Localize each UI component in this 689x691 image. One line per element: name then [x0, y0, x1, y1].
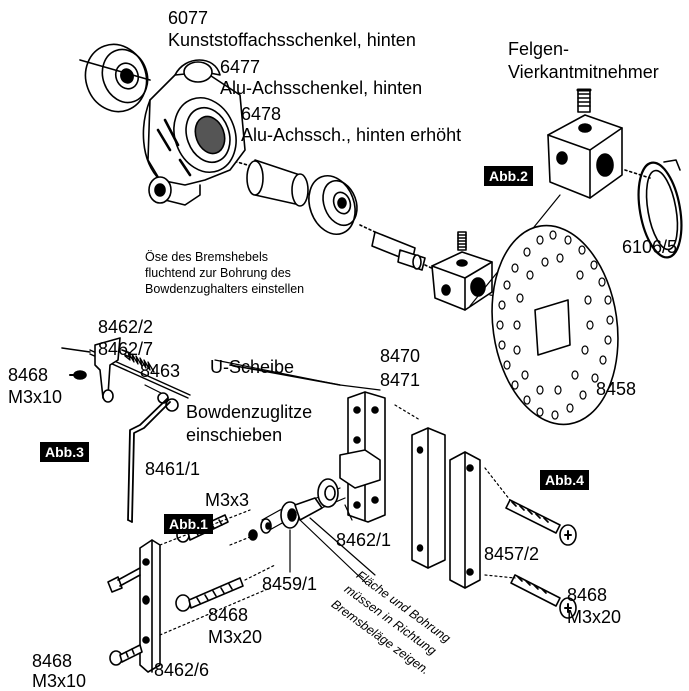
label-8470: 8470 — [380, 346, 421, 366]
note-oese-line3: Bowdenzughalters einstellen — [145, 282, 305, 296]
badge-abb2: Abb.2 — [484, 166, 533, 186]
bearing-left — [84, 43, 149, 113]
label-felgen-line1: Felgen- — [508, 39, 570, 59]
label-8458: 8458 — [596, 379, 637, 399]
label-8462-6: 8462/6 — [154, 660, 210, 680]
brake-lever-assembly — [61, 337, 381, 523]
label-m3x20-middle: M3x20 — [208, 627, 263, 647]
axle-shaft — [359, 224, 441, 273]
label-8468-bottom: 8468 — [32, 651, 73, 671]
label-m3x3: M3x3 — [205, 490, 250, 510]
label-8471: 8471 — [380, 370, 421, 390]
screw-right-upper — [505, 499, 577, 546]
label-6478-text: Alu-Achssch., hinten erhöht — [241, 125, 462, 145]
circlip — [637, 159, 683, 259]
note-oese-line1: Öse des Bremshebels — [145, 250, 268, 264]
label-bowden-line1: Bowdenzuglitze — [186, 402, 313, 422]
badge-abb1: Abb.1 — [164, 514, 213, 534]
label-6477-number: 6477 — [220, 57, 261, 77]
label-8463: 8463 — [140, 361, 181, 381]
label-felgen-line2: Vierkantmitnehmer — [508, 62, 659, 82]
label-6477-text: Alu-Achsschenkel, hinten — [220, 78, 423, 98]
label-6077-text: Kunststoffachsschenkel, hinten — [168, 30, 416, 50]
badge-abb4: Abb.4 — [540, 470, 589, 490]
label-8457-2: 8457/2 — [484, 544, 540, 564]
cable-holder-plate — [139, 539, 161, 673]
caliper-body — [339, 391, 386, 523]
label-6106-5: 6106/5 — [622, 237, 678, 257]
label-m3x10-bottom: M3x10 — [32, 671, 87, 691]
label-8462-2: 8462/2 — [98, 317, 154, 337]
label-6077-number: 6077 — [168, 8, 209, 28]
bearing-right — [308, 175, 358, 235]
screw-left-upper-countersunk — [107, 567, 141, 593]
label-8462-1: 8462/1 — [336, 530, 392, 550]
label-m3x20-right: M3x20 — [567, 607, 622, 627]
label-8468-right: 8468 — [567, 585, 608, 605]
label-8461-1: 8461/1 — [145, 459, 201, 479]
axle-carrier — [142, 59, 246, 206]
label-8468-middle: 8468 — [208, 605, 249, 625]
screw-right-lower — [510, 574, 577, 619]
label-8462-7: 8462/7 — [98, 339, 154, 359]
spacer-tube — [246, 159, 309, 207]
badge-abb3: Abb.3 — [40, 442, 89, 462]
lever-shaft — [260, 478, 346, 534]
hub-small — [431, 231, 493, 311]
leader-lines-lower — [159, 404, 421, 636]
label-8468-top: 8468 — [8, 365, 49, 385]
note-oese-line2: fluchtend zur Bohrung des — [145, 266, 291, 280]
label-u-scheibe: U-Scheibe — [210, 357, 295, 377]
spring — [124, 351, 155, 373]
brake-pad-2 — [449, 451, 481, 589]
grub-screw — [229, 529, 258, 546]
label-6478-number: 6478 — [241, 104, 282, 124]
brake-disc — [491, 224, 619, 426]
label-m3x10-top: M3x10 — [8, 387, 63, 407]
label-bowden-line2: einschieben — [186, 425, 283, 445]
hub-large — [547, 88, 651, 199]
label-8459-1: 8459/1 — [262, 574, 318, 594]
screw-left-bottom — [109, 644, 143, 666]
screw-left-middle — [175, 564, 276, 612]
brake-pad-1 — [411, 427, 446, 569]
